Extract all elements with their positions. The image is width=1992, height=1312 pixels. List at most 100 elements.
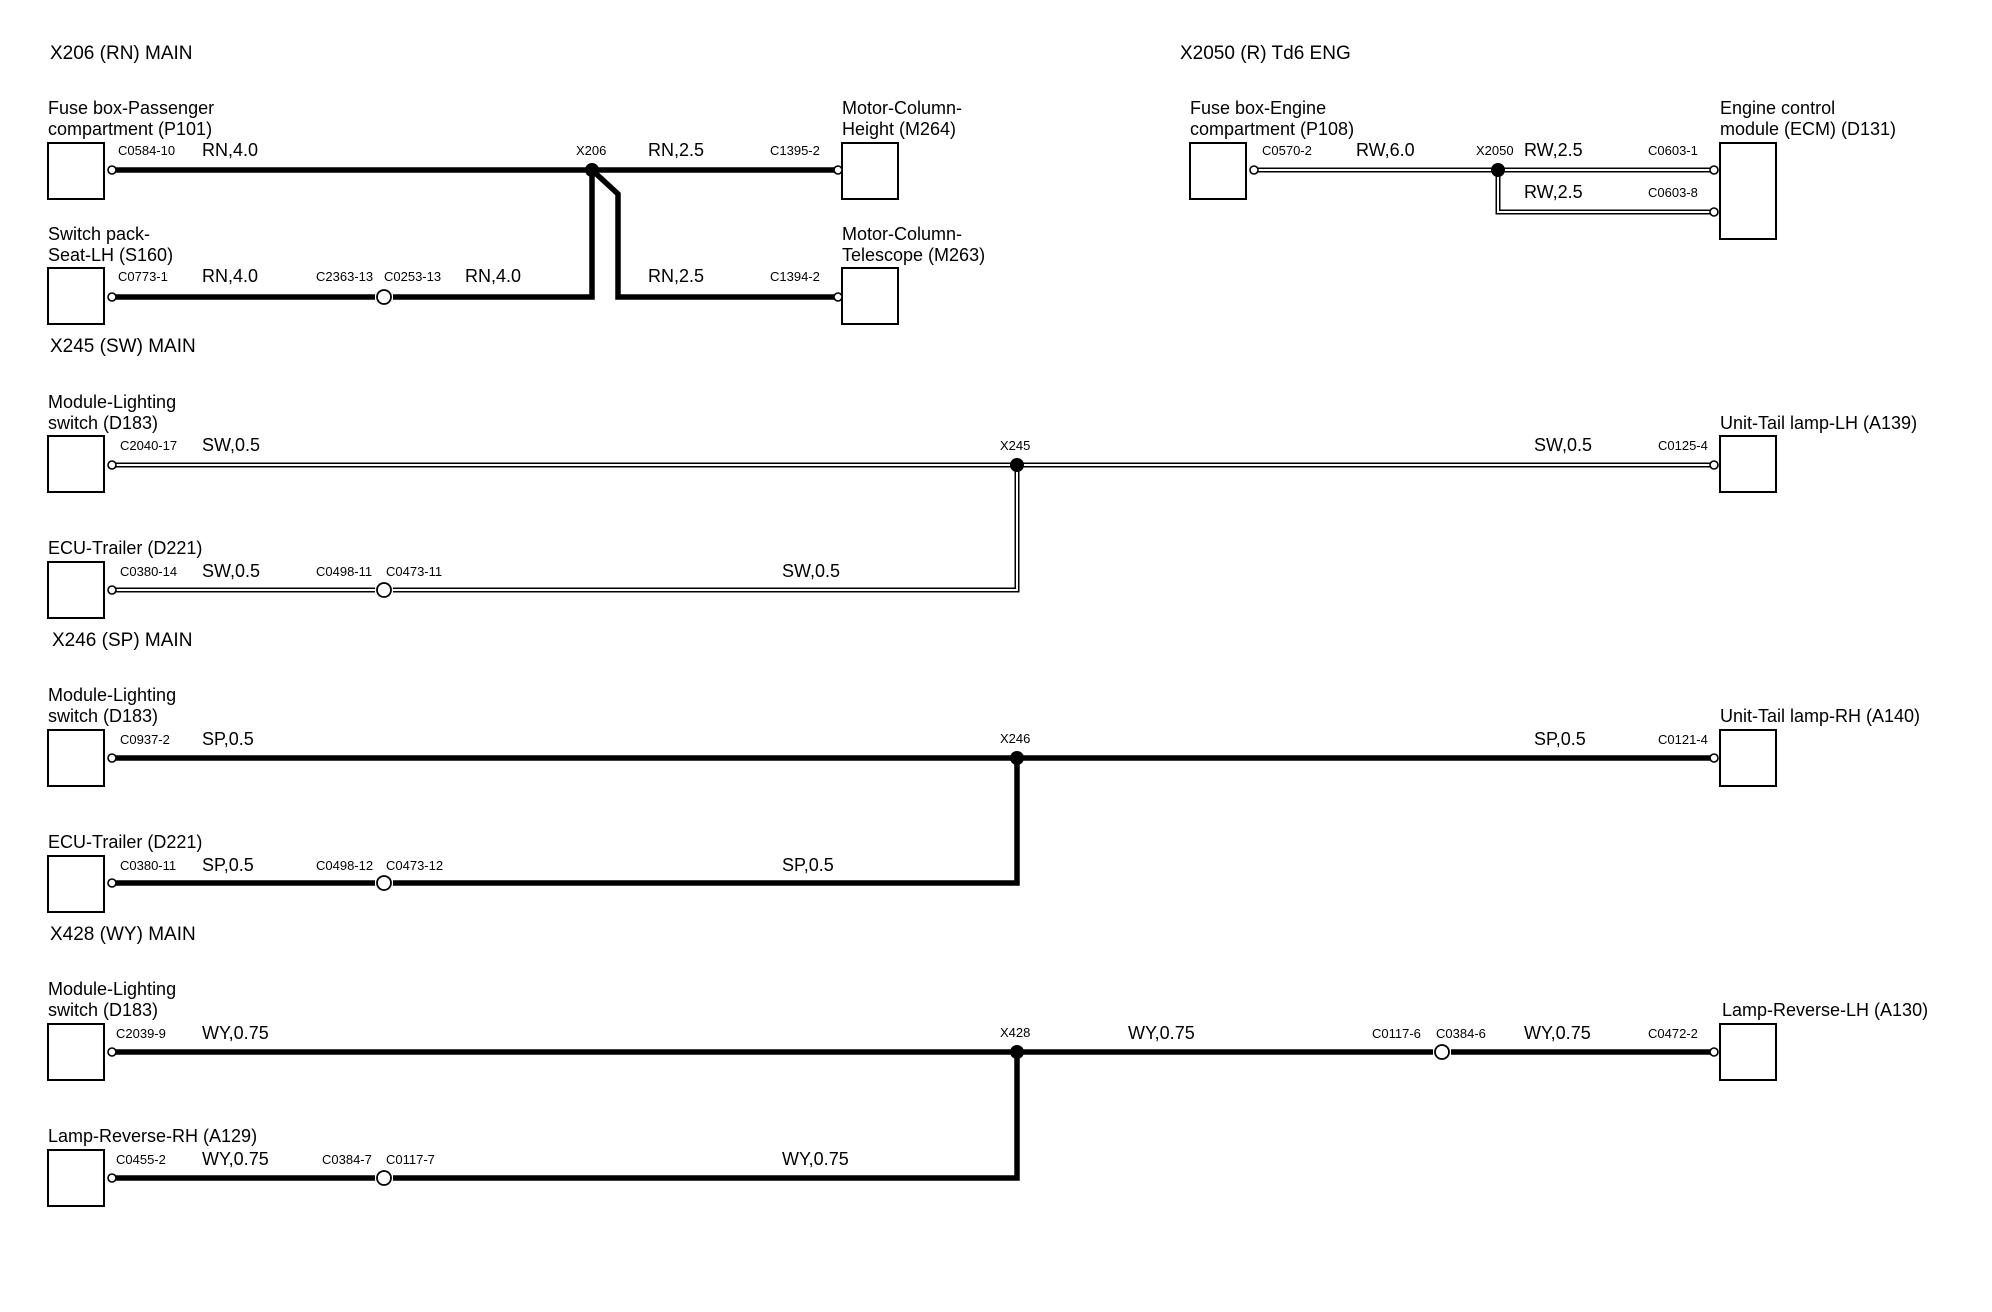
- module-lighting-component-x428: [47, 1023, 105, 1081]
- wire-label-fuse: RN,4.0: [202, 140, 258, 160]
- circuit-x428: X428 (WY) MAIN Module-Lighting switch (D…: [47, 924, 1928, 1207]
- wire-label-wy-return: WY,0.75: [782, 1149, 849, 1169]
- pin-trailer-x245: [107, 585, 117, 595]
- pin-fuse-box: [107, 165, 117, 175]
- inline-connector-x206: [376, 289, 392, 305]
- circuit-title-x428: X428 (WY) MAIN: [50, 924, 196, 945]
- wire-rn-telescope: [590, 167, 838, 300]
- wire-label-rw-ecm1: RW,2.5: [1524, 140, 1583, 160]
- circuit-title-x246: X246 (SP) MAIN: [52, 630, 192, 651]
- connector-c1394-2: C1394-2: [770, 269, 820, 284]
- switch-pack-component: [47, 267, 105, 325]
- pin-ecm-8: [1709, 207, 1719, 217]
- switch-pack-label-2: Seat-LH (S160): [48, 245, 173, 265]
- inline-connector-x428-rh: [376, 1170, 392, 1186]
- connector-c0603-1: C0603-1: [1648, 143, 1698, 158]
- pin-module-x245: [107, 460, 117, 470]
- wire-label-wy-mid: WY,0.75: [1128, 1023, 1195, 1043]
- tail-lamp-rh-label: Unit-Tail lamp-RH (A140): [1720, 706, 1920, 726]
- connector-c0117-6: C0117-6: [1372, 1026, 1421, 1041]
- connector-c2039-9: C2039-9: [116, 1026, 166, 1041]
- connector-c0937-2: C0937-2: [120, 732, 170, 747]
- wire-label-sw-tail: SW,0.5: [1534, 435, 1592, 455]
- module-lighting-label-1-x245: Module-Lighting: [48, 392, 176, 412]
- pin-lamp-rh: [107, 1173, 117, 1183]
- splice-x206-dot: [585, 163, 599, 177]
- connector-c0584-10: C0584-10: [118, 143, 175, 158]
- circuit-title-x2050: X2050 (R) Td6 ENG: [1180, 43, 1351, 64]
- module-lighting-label-1-x428: Module-Lighting: [48, 979, 176, 999]
- inline-connector-x246: [376, 875, 392, 891]
- pin-switch-pack: [107, 292, 117, 302]
- wire-sw-return-outer: [393, 465, 1020, 593]
- pin-tail-rh: [1709, 753, 1719, 763]
- module-lighting-label-2-x245: switch (D183): [48, 413, 158, 433]
- connector-c0473-11: C0473-11: [386, 564, 442, 579]
- splice-x246-label: X246: [1000, 731, 1030, 746]
- ecm-label-1: Engine control: [1720, 98, 1835, 118]
- connector-c0384-6: C0384-6: [1436, 1026, 1486, 1041]
- connector-c0384-7: C0384-7: [322, 1152, 372, 1167]
- tail-lamp-lh-component: [1719, 435, 1777, 493]
- lamp-reverse-lh-label: Lamp-Reverse-LH (A130): [1722, 1000, 1928, 1020]
- module-lighting-component-x246: [47, 729, 105, 787]
- wire-label-height: RN,2.5: [648, 140, 704, 160]
- wire-sp-return: [393, 758, 1020, 886]
- fuse-box-passenger-label-1: Fuse box-Passenger: [48, 98, 214, 118]
- wire-wy-return: [393, 1052, 1020, 1181]
- connector-c0498-11: C0498-11: [316, 564, 372, 579]
- motor-telescope-label-2: Telescope (M263): [842, 245, 985, 265]
- wire-label-sp-tail: SP,0.5: [1534, 729, 1586, 749]
- wire-label-switch: RN,4.0: [202, 266, 258, 286]
- module-lighting-component-x245: [47, 435, 105, 493]
- splice-x2050-label: X2050: [1476, 143, 1514, 158]
- pin-trailer-x246: [107, 878, 117, 888]
- fuse-box-passenger-component: [47, 142, 105, 200]
- splice-x2050-dot: [1491, 163, 1505, 177]
- pin-motor-height: [833, 165, 843, 175]
- splice-x245-dot: [1010, 458, 1024, 472]
- wire-label-rw-6: RW,6.0: [1356, 140, 1415, 160]
- wire-rw-branch-inner: [1497, 170, 1714, 213]
- pin-module-x246: [107, 753, 117, 763]
- fuse-box-engine-label-2: compartment (P108): [1190, 119, 1354, 139]
- wire-label-sw-module: SW,0.5: [202, 435, 260, 455]
- wire-label-rw-ecm2: RW,2.5: [1524, 182, 1583, 202]
- wire-label-wy-module: WY,0.75: [202, 1023, 269, 1043]
- ecm-label-2: module (ECM) (D131): [1720, 119, 1896, 139]
- wire-label-sw-return: SW,0.5: [782, 561, 840, 581]
- connector-c0472-2: C0472-2: [1648, 1026, 1698, 1041]
- pin-lamp-lh: [1709, 1047, 1719, 1057]
- connector-c1395-2: C1395-2: [770, 143, 820, 158]
- connector-c0473-12: C0473-12: [386, 858, 443, 873]
- wire-rn-inline-to-splice: [393, 170, 595, 300]
- switch-pack-label-1: Switch pack-: [48, 224, 150, 244]
- connector-c0253-13: C0253-13: [384, 269, 441, 284]
- fuse-box-passenger-label-2: compartment (P101): [48, 119, 212, 139]
- ecu-trailer-label-x246: ECU-Trailer (D221): [48, 832, 202, 852]
- connector-c0380-11: C0380-11: [120, 858, 176, 873]
- lamp-reverse-rh-component: [47, 1149, 105, 1207]
- connector-c0117-7: C0117-7: [386, 1152, 435, 1167]
- ecu-trailer-component-x246: [47, 855, 105, 913]
- wire-label-sw-trailer: SW,0.5: [202, 561, 260, 581]
- circuit-title-x206: X206 (RN) MAIN: [50, 43, 193, 64]
- splice-x428-label: X428: [1000, 1025, 1030, 1040]
- fuse-box-engine-component: [1189, 142, 1247, 200]
- lamp-reverse-lh-component: [1719, 1023, 1777, 1081]
- circuit-x2050: X2050 (R) Td6 ENG Fuse box-Engine compar…: [1180, 43, 1896, 240]
- circuit-x206: X206 (RN) MAIN Fuse box-Passenger compar…: [47, 43, 985, 325]
- connector-c0125-4: C0125-4: [1658, 438, 1708, 453]
- splice-x206-label: X206: [576, 143, 606, 158]
- pin-tail-lh: [1709, 460, 1719, 470]
- ecu-trailer-component-x245: [47, 561, 105, 619]
- circuit-title-x245: X245 (SW) MAIN: [50, 336, 196, 357]
- motor-height-label-1: Motor-Column-: [842, 98, 962, 118]
- pin-ecm-1: [1709, 165, 1719, 175]
- ecu-trailer-label-x245: ECU-Trailer (D221): [48, 538, 202, 558]
- connector-c0121-4: C0121-4: [1658, 732, 1708, 747]
- tail-lamp-lh-label: Unit-Tail lamp-LH (A139): [1720, 413, 1917, 433]
- circuit-x246: X246 (SP) MAIN Module-Lighting switch (D…: [47, 630, 1920, 913]
- connector-c0455-2: C0455-2: [116, 1152, 166, 1167]
- module-lighting-label-2-x246: switch (D183): [48, 706, 158, 726]
